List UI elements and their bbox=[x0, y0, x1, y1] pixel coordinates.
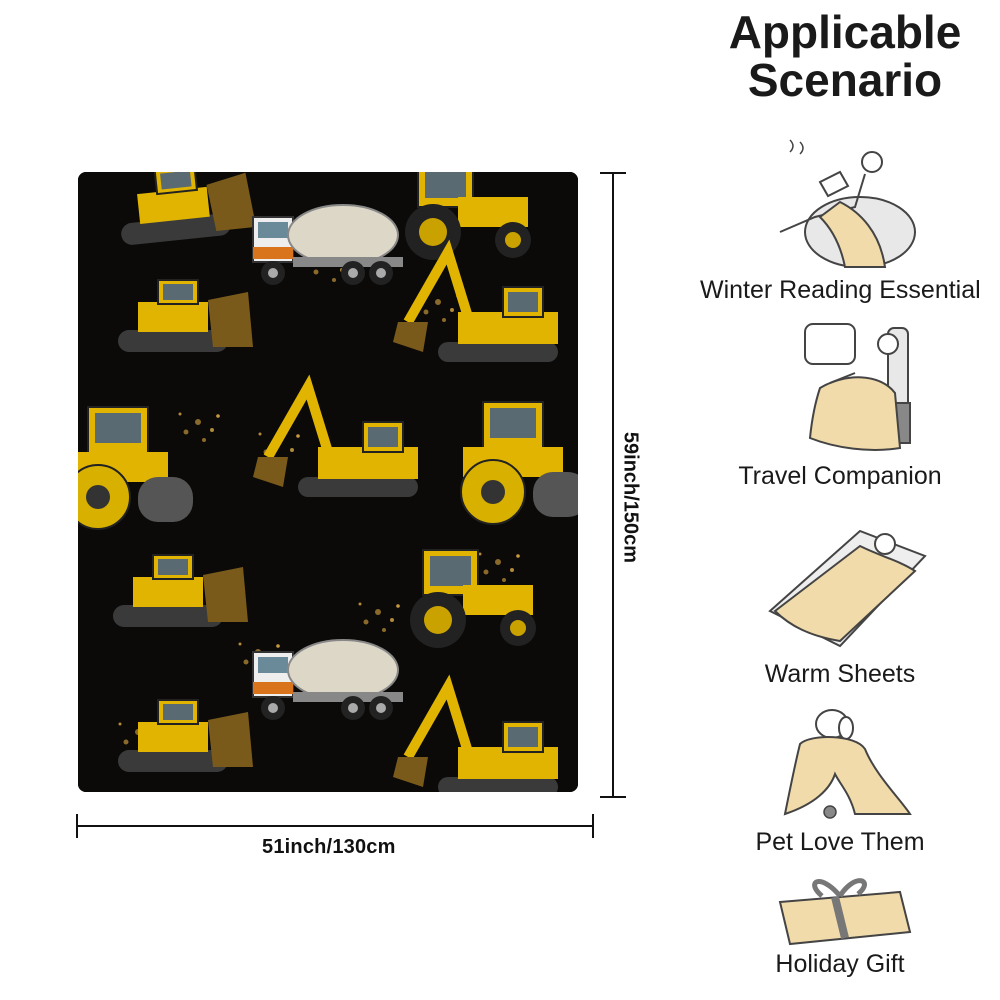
applicable-scenario-heading: Applicable Scenario bbox=[690, 8, 1000, 105]
blanket-print bbox=[78, 172, 578, 792]
scenario-winter-reading: Winter Reading Essential bbox=[700, 132, 981, 305]
height-dimension-label: 59inch/150cm bbox=[619, 431, 642, 564]
scenario-label: Warm Sheets bbox=[764, 660, 916, 688]
scenario-label: Pet Love Them bbox=[755, 828, 925, 856]
height-dimension-line bbox=[596, 172, 636, 798]
scenario-pet-love-them: Pet Love Them bbox=[700, 704, 980, 857]
dog-with-blanket-icon bbox=[783, 709, 912, 819]
scenario-label: Holiday Gift bbox=[775, 950, 905, 978]
scenario-travel-companion: Travel Companion bbox=[700, 318, 980, 491]
scenario-label: Travel Companion bbox=[738, 462, 942, 490]
person-sleeping-in-seat-icon bbox=[804, 323, 911, 451]
heading-line-2: Scenario bbox=[747, 54, 943, 107]
heading-line-1: Applicable bbox=[728, 6, 962, 58]
scenario-warm-sheets: Warm Sheets bbox=[700, 516, 980, 689]
construction-vehicle-pattern bbox=[78, 172, 578, 792]
width-dimension-line bbox=[76, 814, 594, 838]
gift-box-icon bbox=[778, 878, 912, 946]
person-reading-in-chair-icon bbox=[779, 139, 916, 268]
scenario-label: Winter Reading Essential bbox=[700, 276, 981, 304]
scenario-holiday-gift: Holiday Gift bbox=[700, 872, 980, 979]
width-dimension-label: 51inch/130cm bbox=[262, 836, 396, 858]
person-in-bed-icon bbox=[768, 529, 927, 648]
